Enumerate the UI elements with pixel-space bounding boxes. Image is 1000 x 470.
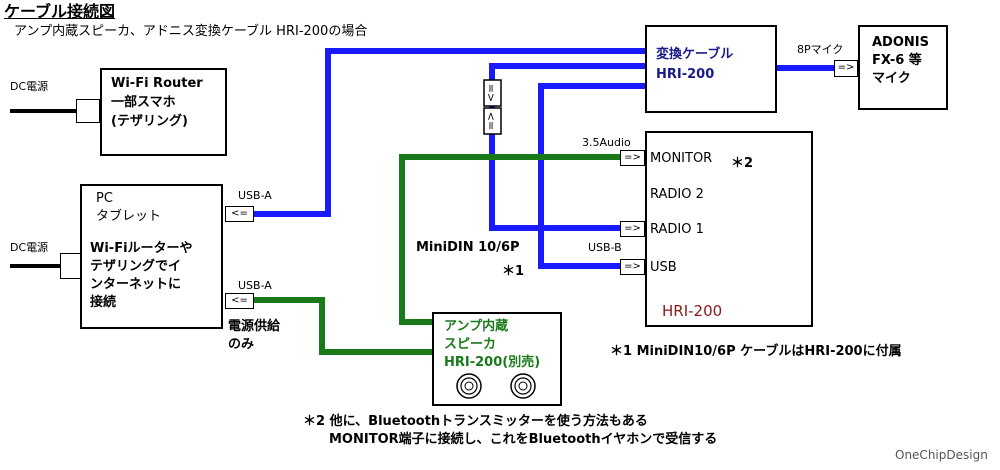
pc-dc-plug bbox=[60, 253, 82, 279]
router-label: Wi-Fi Router 一部スマホ (テザリング) bbox=[111, 76, 203, 129]
speaker-knob-right bbox=[510, 373, 536, 399]
pc-usb-a-bottom-port: <= bbox=[225, 293, 254, 309]
adonis-mic-label: ADONIS FX-6 等 マイク bbox=[872, 35, 929, 86]
speaker-knob-left bbox=[456, 373, 482, 399]
footnote-2: ＊2 他に、Bluetoothトランスミッターを使う方法もある MONITOR端… bbox=[303, 414, 718, 447]
usb-b-label: USB-B bbox=[588, 241, 622, 254]
radio1-label: RADIO 1 bbox=[650, 222, 704, 237]
diagram-subtitle: アンプ内蔵スピーカ、アドニス変換ケーブル HRI-200の場合 bbox=[14, 24, 368, 39]
audio-port-label: 3.5Audio bbox=[582, 136, 631, 149]
power-note: 電源供給 のみ bbox=[228, 319, 281, 352]
minidin-arrow-up-box bbox=[483, 107, 502, 135]
pc-usb-a-top-label: USB-A bbox=[238, 189, 272, 202]
minidin-arrow-down-box bbox=[483, 79, 502, 107]
power-line bbox=[253, 297, 432, 355]
adonis-mic-box bbox=[858, 25, 948, 110]
minidin-line bbox=[489, 63, 645, 231]
svg-text:<=: <= bbox=[485, 112, 498, 130]
pc-usb-a-bottom-label: USB-A bbox=[238, 279, 272, 292]
router-dc-plug bbox=[76, 99, 100, 123]
mic-connector-port: => bbox=[834, 60, 858, 77]
diagram-title: ケーブル接続図 bbox=[4, 2, 116, 21]
credit-watermark: OneChipDesign bbox=[895, 448, 988, 462]
usb-label: USB bbox=[650, 260, 677, 275]
pc-box bbox=[80, 184, 223, 329]
monitor-port: => bbox=[620, 150, 645, 166]
pc-label: PC タブレット bbox=[96, 191, 162, 224]
hri-box bbox=[645, 131, 813, 327]
svg-text:=>: => bbox=[485, 84, 498, 102]
usb-a-to-cable-line bbox=[253, 48, 645, 217]
mic-connector-label: 8Pマイク bbox=[797, 43, 844, 56]
footnote-1: ＊1 MiniDIN10/6P ケーブルはHRI-200に付属 bbox=[610, 344, 902, 359]
audio-line bbox=[399, 154, 620, 325]
pc-description: Wi-Fiルーターや テザリングでイ ンターネットに 接続 bbox=[90, 241, 193, 310]
minidin-label: MiniDIN 10/6P bbox=[416, 240, 520, 255]
radio2-label: RADIO 2 bbox=[650, 187, 704, 202]
pc-dc-label: DC電源 bbox=[10, 241, 49, 254]
conversion-cable-box bbox=[645, 25, 777, 113]
router-dc-label: DC電源 bbox=[10, 80, 49, 93]
speaker-label: アンプ内蔵 スピーカ HRI-200(別売) bbox=[444, 319, 541, 370]
monitor-note-mark: ＊2 bbox=[731, 156, 754, 171]
monitor-label: MONITOR bbox=[650, 151, 713, 166]
speaker-box bbox=[432, 312, 562, 406]
usb-b-line bbox=[538, 83, 645, 269]
usb-b-port: => bbox=[620, 259, 645, 275]
radio1-port: => bbox=[620, 221, 645, 237]
minidin-note-mark: ＊1 bbox=[502, 264, 525, 279]
router-box bbox=[100, 68, 227, 156]
conversion-cable-label: 変換ケーブル HRI-200 bbox=[656, 47, 734, 82]
pc-usb-a-top-port: <= bbox=[225, 206, 254, 222]
hri-name: HRI-200 bbox=[662, 302, 723, 320]
